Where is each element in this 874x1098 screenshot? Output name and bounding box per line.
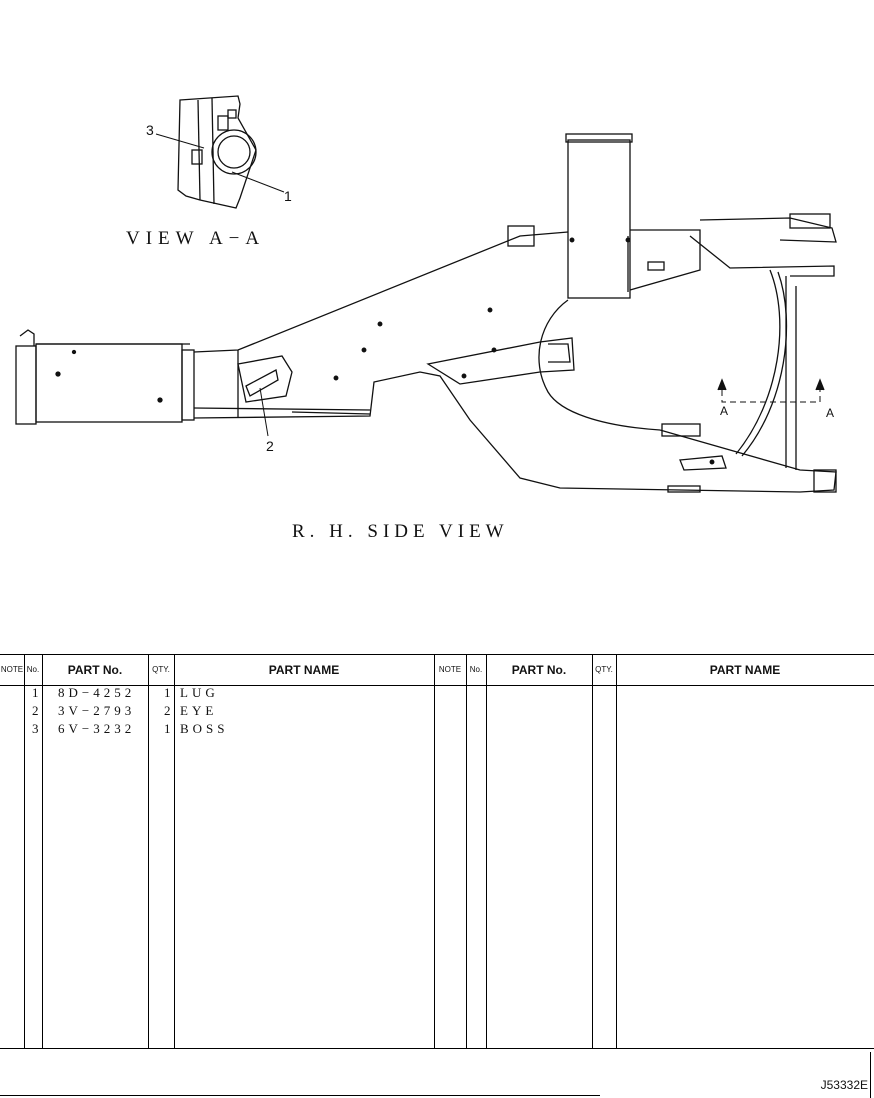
row-2-qty: 2 — [164, 703, 175, 718]
header-part-name-2: PART NAME — [709, 662, 781, 677]
bottom-rule — [0, 1095, 600, 1096]
row-1-no: 1 — [32, 685, 43, 700]
section-mark-left: A — [720, 404, 729, 418]
callout-1: 1 — [284, 188, 292, 204]
row-1-part-no: 8D−4252 — [58, 685, 136, 700]
row-3-part-no: 6V−3232 — [58, 721, 136, 736]
header-no-2: No. — [469, 665, 483, 674]
header-qty-2: QTY. — [595, 665, 613, 674]
row-3-name: BOSS — [180, 721, 229, 736]
header-note-2: NOTE — [438, 665, 462, 674]
callout-3: 3 — [146, 122, 154, 138]
view-aa-detail — [155, 95, 285, 209]
header-note-1: NOTE — [0, 665, 24, 674]
main-frame — [193, 133, 837, 493]
row-3-qty: 1 — [164, 721, 175, 736]
row-2-name: EYE — [180, 703, 218, 718]
frame-drawing — [15, 95, 837, 493]
header-part-name-1: PART NAME — [268, 662, 340, 677]
header-part-no-2: PART No. — [511, 662, 567, 677]
row-2-no: 2 — [32, 703, 43, 718]
front-box — [15, 329, 195, 425]
header-no-1: No. — [26, 665, 40, 674]
drawing-code: J53332E — [820, 1078, 868, 1092]
row-1-qty: 1 — [164, 685, 175, 700]
callout-2: 2 — [266, 438, 274, 454]
header-part-no-1: PART No. — [67, 662, 123, 677]
view-aa-label: VIEW A−A — [126, 228, 266, 249]
header-qty-1: QTY. — [152, 665, 170, 674]
side-view-label: R. H. SIDE VIEW — [292, 521, 509, 542]
section-mark-right: A — [826, 406, 835, 420]
parts-table: NOTE No. PART No. QTY. PART NAME NOTE No… — [0, 654, 874, 1049]
row-1-name: LUG — [180, 685, 219, 700]
row-2-part-no: 3V−2793 — [58, 703, 136, 718]
row-3-no: 3 — [32, 721, 43, 736]
